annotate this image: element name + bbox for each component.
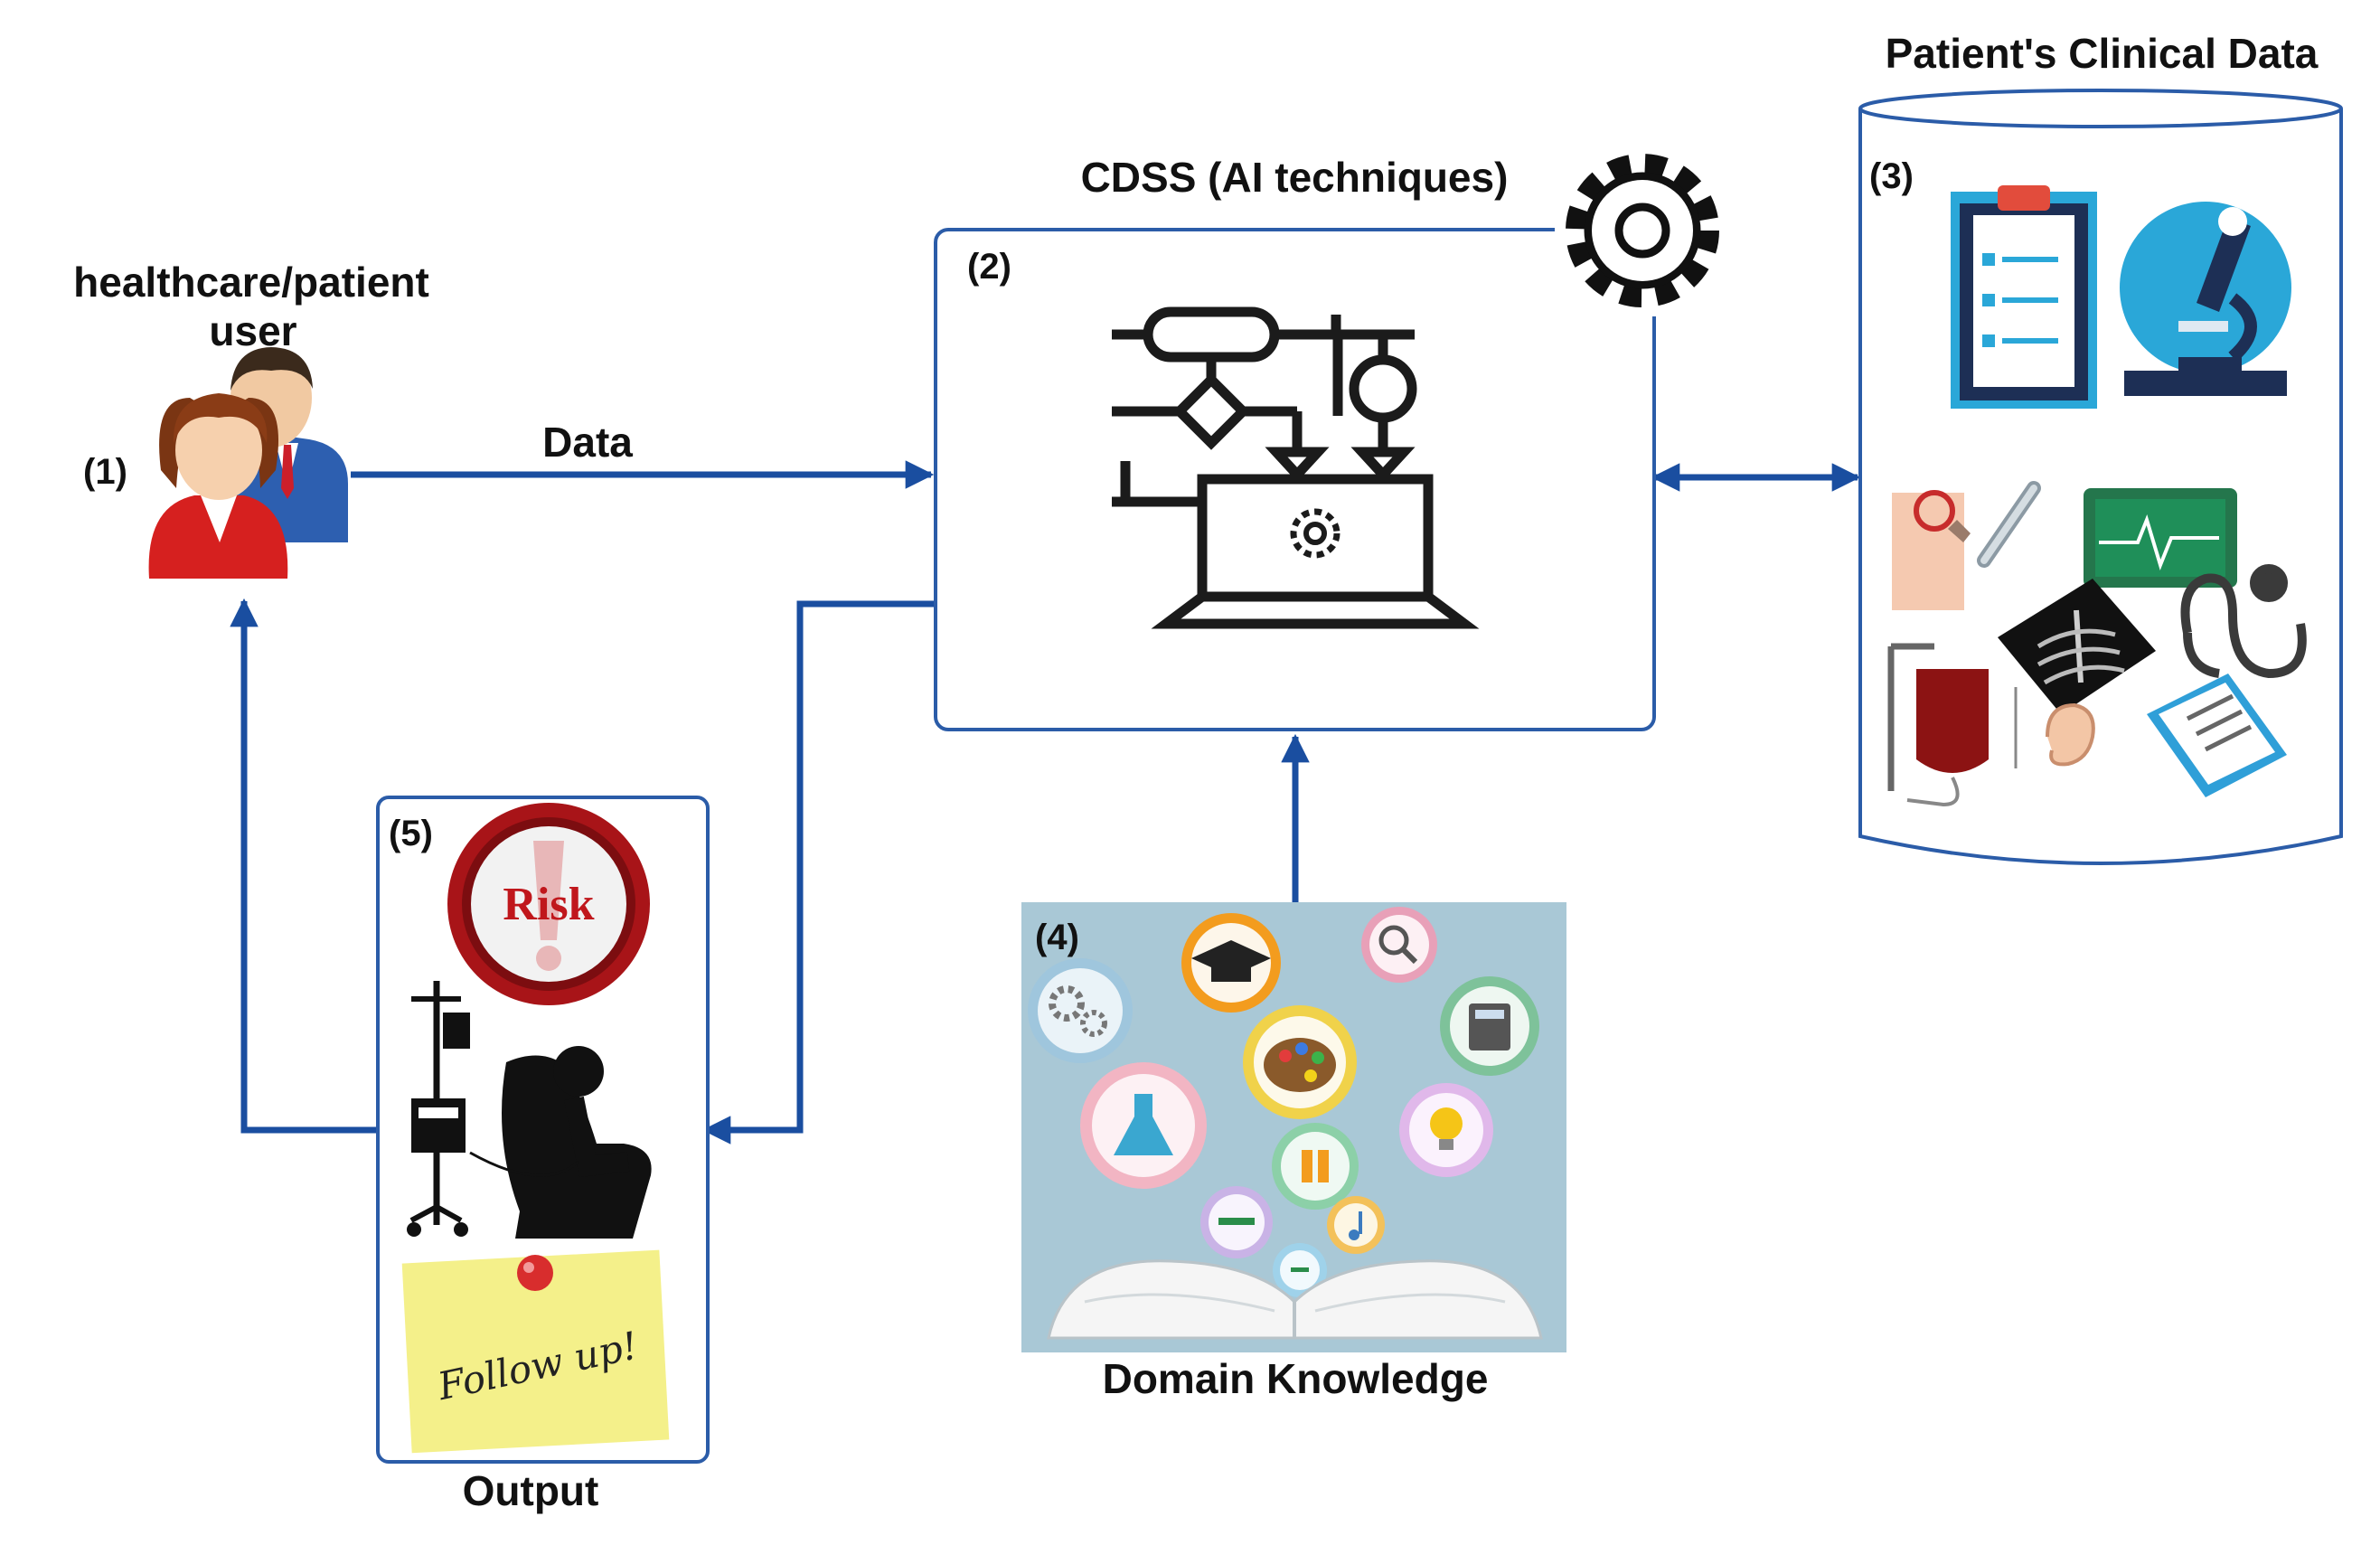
edge-data-label: Data [542, 419, 633, 466]
thermometer-icon [1892, 481, 2041, 610]
ecg-monitor-icon [2084, 488, 2237, 588]
iv-bag-icon [1887, 643, 2018, 807]
flask-icon [1080, 1062, 1207, 1189]
user-title-line2: user [209, 307, 296, 354]
lightbulb-icon [1399, 1083, 1493, 1177]
cdss-title: CDSS (AI techniques) [1081, 154, 1509, 201]
domain-title: Domain Knowledge [1103, 1355, 1489, 1402]
sticky-note-icon: Follow up! [401, 1249, 670, 1454]
node-clinical: Patient's Clinical Data (3) [1858, 30, 2343, 865]
clinical-number: (3) [1869, 156, 1914, 196]
report-icon [2147, 674, 2287, 797]
open-book-icon [1047, 1259, 1543, 1340]
domain-number: (4) [1035, 918, 1079, 957]
node-output: (5) Risk Follow up! [376, 796, 710, 1514]
ear-icon [2046, 702, 2095, 767]
clipboard-icon [1951, 185, 2097, 409]
stethoscope-icon [2180, 564, 2307, 679]
gears-icon [1028, 958, 1133, 1063]
node-cdss: CDSS (AI techniques) (2) [934, 145, 1731, 731]
music-icon [1327, 1196, 1385, 1254]
gear-icon [1555, 145, 1731, 316]
output-title: Output [463, 1467, 599, 1514]
user-title-line1: healthcare/patient [73, 259, 429, 306]
edge-cdss-to-output [701, 600, 936, 1145]
magnifier-icon [1361, 907, 1437, 983]
node-user: healthcare/patient user (1) [73, 259, 429, 579]
risk-sign-icon: Risk [447, 803, 650, 1005]
flowchart-laptop-icon [1112, 306, 1480, 629]
edges [230, 460, 1861, 1145]
abc-icon [1200, 1186, 1273, 1258]
math-icon [1273, 1243, 1327, 1297]
cdss-number: (2) [967, 247, 1011, 287]
calculator-icon [1440, 976, 1539, 1076]
infusion-chair-icon [407, 981, 652, 1239]
xray-icon [1998, 579, 2156, 714]
output-number: (5) [389, 814, 433, 853]
risk-sign-text: Risk [503, 879, 594, 930]
user-number: (1) [83, 452, 127, 492]
user-pair-icon [148, 347, 348, 579]
graduation-cap-icon [1181, 913, 1281, 1013]
microscope-icon [2120, 202, 2291, 396]
node-domain: (4) [1021, 902, 1566, 1402]
edge-output-to-user [230, 598, 378, 1134]
book-page-icon [1272, 1123, 1359, 1210]
clinical-title: Patient's Clinical Data [1886, 30, 2319, 77]
palette-icon [1243, 1005, 1357, 1119]
